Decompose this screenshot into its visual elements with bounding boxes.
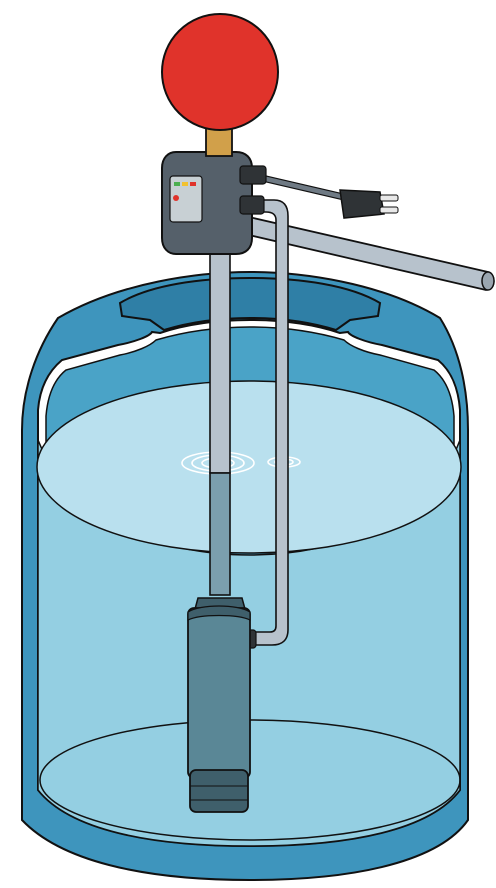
- pump-top-ring: [187, 605, 251, 621]
- pump-controller: [161, 151, 267, 255]
- electrical-plug: [339, 189, 399, 219]
- led-green-icon: [174, 182, 180, 186]
- pump-bottom-band: [189, 769, 249, 813]
- led-red-icon: [190, 182, 196, 186]
- pump-motor-body: [187, 607, 251, 779]
- water-surface: [36, 380, 462, 554]
- led-yellow-icon: [182, 182, 188, 186]
- controller-panel: [169, 175, 203, 223]
- pressure-gauge: [161, 13, 279, 131]
- reset-button-icon: [173, 195, 179, 201]
- drop-pipe-above-water: [209, 247, 231, 474]
- discharge-pipe-opening: [481, 271, 495, 291]
- drop-pipe-underwater: [209, 472, 231, 596]
- submersible-pump: [187, 597, 251, 813]
